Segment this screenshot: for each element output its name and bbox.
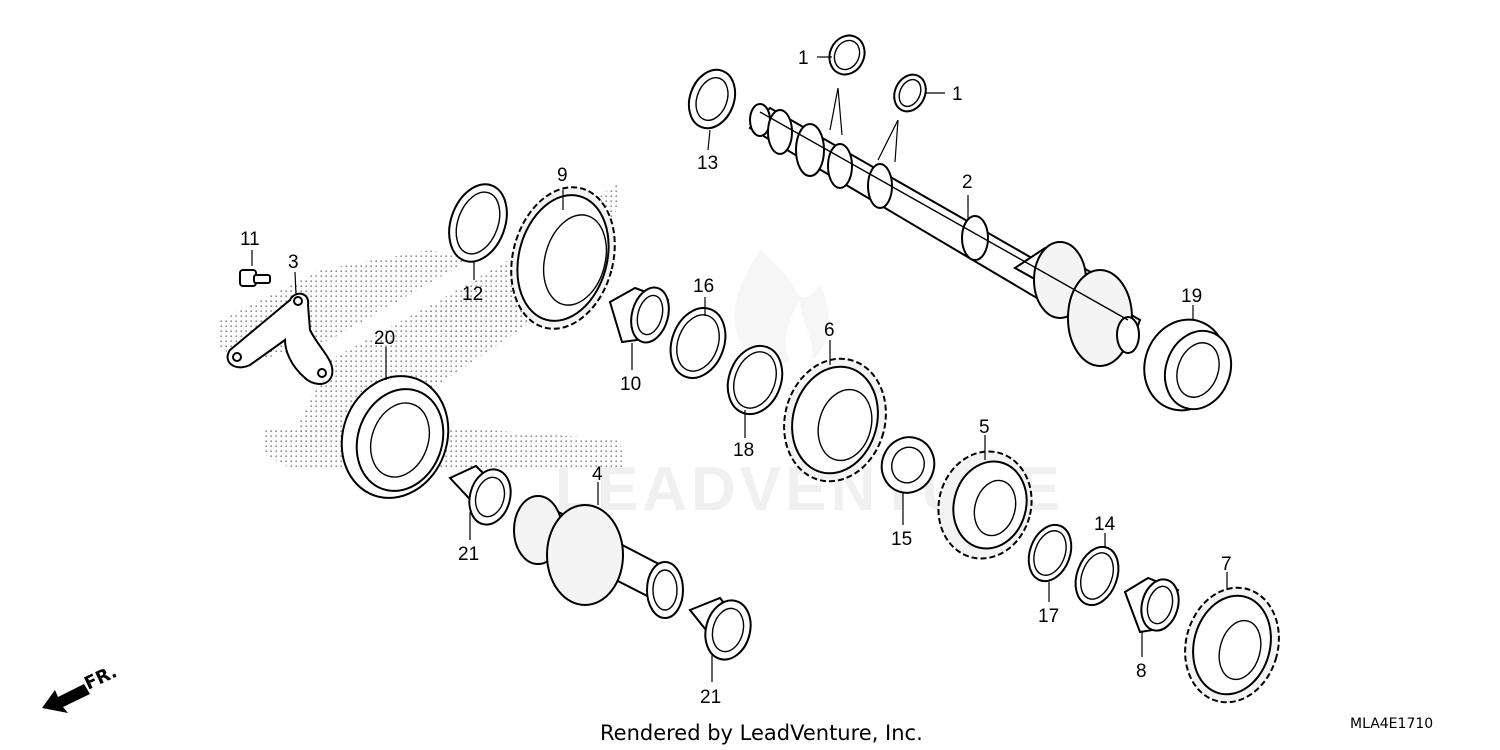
callout-21a[interactable]: 21: [458, 544, 479, 565]
callout-2[interactable]: 2: [962, 172, 973, 193]
gear-part-9[interactable]: [496, 176, 630, 341]
callout-20[interactable]: 20: [374, 328, 395, 349]
bearing-part-19[interactable]: [1132, 308, 1242, 422]
collar-part-8[interactable]: [1123, 575, 1184, 635]
flame-logo-icon: [734, 250, 829, 366]
callout-5[interactable]: 5: [979, 417, 990, 438]
part-callouts: 1 1 2 3 4 5 6 7 8 9 10 11 12 13 14 15 16…: [240, 48, 1232, 708]
callout-1a[interactable]: 1: [798, 48, 809, 69]
callout-9[interactable]: 9: [557, 165, 568, 186]
callout-6[interactable]: 6: [824, 320, 835, 341]
countershaft-part-4[interactable]: [513, 495, 684, 619]
lock-washer-part-15[interactable]: [874, 430, 942, 500]
gear-part-6[interactable]: [771, 347, 900, 493]
rendered-by-credit: Rendered by LeadVenture, Inc.: [600, 721, 923, 745]
callout-15[interactable]: 15: [891, 529, 912, 550]
needle-bearing-part-21a[interactable]: [448, 464, 517, 529]
callout-8[interactable]: 8: [1136, 661, 1147, 682]
collar-part-10[interactable]: [608, 283, 675, 346]
callout-3[interactable]: 3: [288, 252, 299, 273]
needle-bearing-part-21b[interactable]: [688, 595, 757, 664]
callout-12[interactable]: 12: [462, 284, 483, 305]
bearing-part-20[interactable]: [325, 361, 465, 513]
callout-13[interactable]: 13: [697, 153, 718, 174]
leader-lines: [251, 56, 1228, 682]
callout-10[interactable]: 10: [620, 374, 641, 395]
mainshaft-part-2[interactable]: [748, 103, 1142, 367]
callout-16[interactable]: 16: [693, 276, 714, 297]
callout-19[interactable]: 19: [1181, 286, 1202, 307]
washer-part-12[interactable]: [439, 176, 517, 270]
callout-18[interactable]: 18: [733, 440, 754, 461]
front-direction-indicator: FR.: [42, 661, 120, 713]
callout-11[interactable]: 11: [240, 229, 260, 250]
callout-21b[interactable]: 21: [700, 687, 721, 708]
callout-17[interactable]: 17: [1038, 606, 1059, 627]
washer-part-13[interactable]: [681, 63, 743, 134]
gear-part-5[interactable]: [927, 441, 1044, 569]
callout-4[interactable]: 4: [592, 464, 603, 485]
snap-ring-part-18[interactable]: [719, 338, 792, 422]
callout-1b[interactable]: 1: [952, 84, 963, 105]
snap-ring-part-17[interactable]: [1021, 519, 1078, 587]
washer-part-16[interactable]: [661, 300, 734, 385]
washer-part-14[interactable]: [1068, 541, 1126, 611]
front-direction-label: FR.: [81, 661, 120, 694]
front-direction-arrow-icon: [42, 684, 90, 713]
gear-part-7[interactable]: [1173, 577, 1292, 713]
snap-ring-part-1a[interactable]: [823, 30, 871, 81]
diagram-code: MLA4E1710: [1350, 716, 1433, 732]
bolt-part-11[interactable]: [239, 269, 271, 287]
callout-14[interactable]: 14: [1094, 514, 1116, 535]
bracket-part-3[interactable]: [226, 292, 334, 385]
snap-ring-part-1b[interactable]: [888, 69, 931, 116]
callout-7[interactable]: 7: [1221, 554, 1232, 575]
